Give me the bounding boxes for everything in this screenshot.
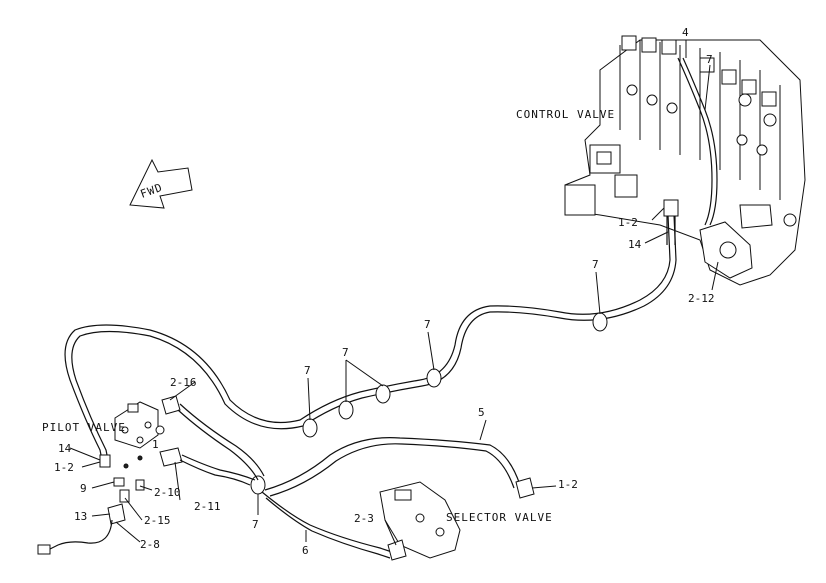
callout-2-8: 2-8 xyxy=(140,538,160,551)
pilot-valve xyxy=(37,401,159,555)
callout-2-12: 2-12 xyxy=(688,292,715,305)
callout-9: 9 xyxy=(80,482,87,495)
clamp xyxy=(338,400,354,420)
fitting-14-top xyxy=(663,199,679,245)
clamp xyxy=(302,418,318,438)
callout-2-10: 2-10 xyxy=(154,486,181,499)
callout-1-2: 1-2 xyxy=(618,216,638,229)
callout-5: 5 xyxy=(478,406,485,419)
hose-5-6 xyxy=(261,437,521,559)
callout-1: 1 xyxy=(152,438,159,451)
callout-7: 7 xyxy=(342,346,349,359)
clamp xyxy=(426,368,442,388)
callout-13: 13 xyxy=(74,510,87,523)
callout-1-2: 1-2 xyxy=(558,478,578,491)
control-valve-assembly xyxy=(564,35,806,286)
pilot-valve-label: PILOT VALVE xyxy=(42,421,126,434)
leader-lines xyxy=(69,40,719,546)
callout-2-3: 2-3 xyxy=(354,512,374,525)
clamps-7 xyxy=(250,312,608,495)
fwd-arrow-icon: FWD xyxy=(129,158,193,209)
callout-2-15: 2-15 xyxy=(144,514,171,527)
fittings-pilot xyxy=(155,395,265,486)
callout-7: 7 xyxy=(304,364,311,377)
callout-7: 7 xyxy=(706,53,713,66)
callout-2-11: 2-11 xyxy=(194,500,221,513)
selector-valve xyxy=(379,477,535,561)
selector-valve-label: SELECTOR VALVE xyxy=(446,511,553,524)
callout-1-2: 1-2 xyxy=(54,461,74,474)
hose-7-long xyxy=(64,214,677,461)
callout-7: 7 xyxy=(592,258,599,271)
callout-6: 6 xyxy=(302,544,309,557)
callout-4: 4 xyxy=(682,26,689,39)
clamp xyxy=(375,384,391,404)
callout-2-16: 2-16 xyxy=(170,376,197,389)
callout-7: 7 xyxy=(252,518,259,531)
callout-14: 14 xyxy=(628,238,642,251)
callout-14: 14 xyxy=(58,442,72,455)
control-valve-label: CONTROL VALVE xyxy=(516,108,615,121)
clamp xyxy=(592,312,608,332)
callout-7: 7 xyxy=(424,318,431,331)
